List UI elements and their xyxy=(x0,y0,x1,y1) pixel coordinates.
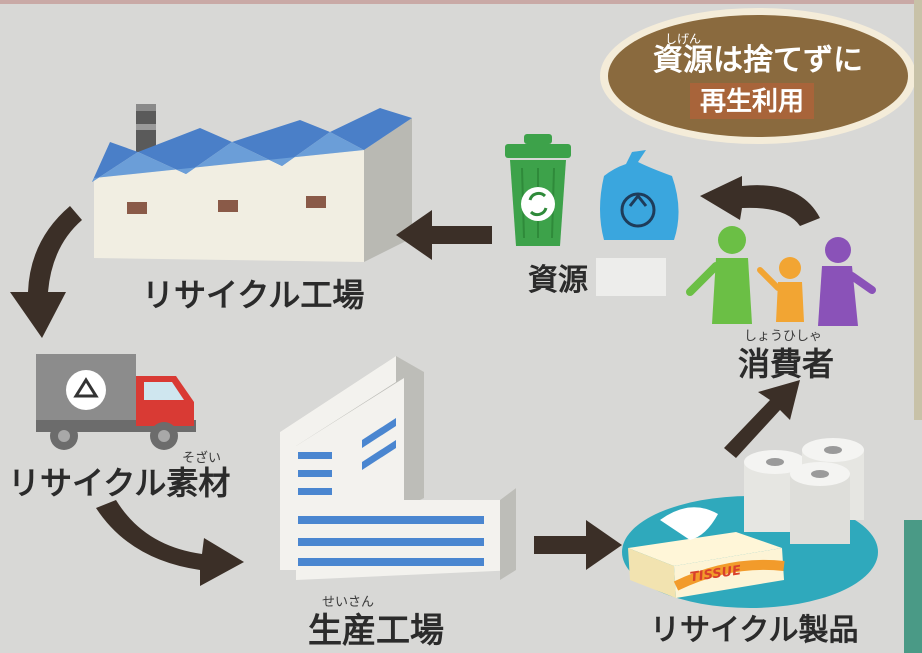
arrow-products-to-consumers xyxy=(724,380,800,458)
production-ruby: せいさん xyxy=(322,595,374,610)
arrow-production-to-products xyxy=(534,520,622,570)
arrow-consumers-to-resources xyxy=(700,176,820,226)
material-ruby: そざい xyxy=(182,450,221,466)
toilet-paper-icon xyxy=(744,438,864,544)
badge-ruby: しげん xyxy=(665,32,701,46)
page-edge-green xyxy=(904,520,922,653)
factory-label: リサイクル工場 xyxy=(142,276,364,314)
badge-subtitle: 再生利用 xyxy=(700,87,804,117)
production-label: 生産工場 xyxy=(308,611,444,651)
badge-title: 資源は捨てずに xyxy=(653,43,863,78)
tissue-box-text: TISSUE xyxy=(689,563,742,585)
products-label: リサイクル製品 xyxy=(650,613,859,648)
recycle-bag-icon xyxy=(600,150,679,240)
page-edge xyxy=(914,0,922,420)
consumers-icon xyxy=(686,226,876,326)
resources-label: 資源 xyxy=(528,263,588,298)
badge xyxy=(600,8,916,144)
resources-blank-box xyxy=(596,258,666,296)
material-label: リサイクル素材 xyxy=(8,464,230,502)
consumers-label: 消費者 xyxy=(738,345,834,383)
recycle-bin-icon xyxy=(505,134,571,246)
arrow-factory-to-material xyxy=(10,206,82,338)
consumers-ruby: しょうひしゃ xyxy=(744,329,822,344)
building-icon xyxy=(280,356,516,580)
flow-arrows xyxy=(10,176,820,586)
arrow-resources-to-factory xyxy=(396,210,492,260)
truck-icon xyxy=(36,354,196,450)
factory-icon xyxy=(92,104,412,262)
arrow-material-to-production xyxy=(96,500,244,586)
